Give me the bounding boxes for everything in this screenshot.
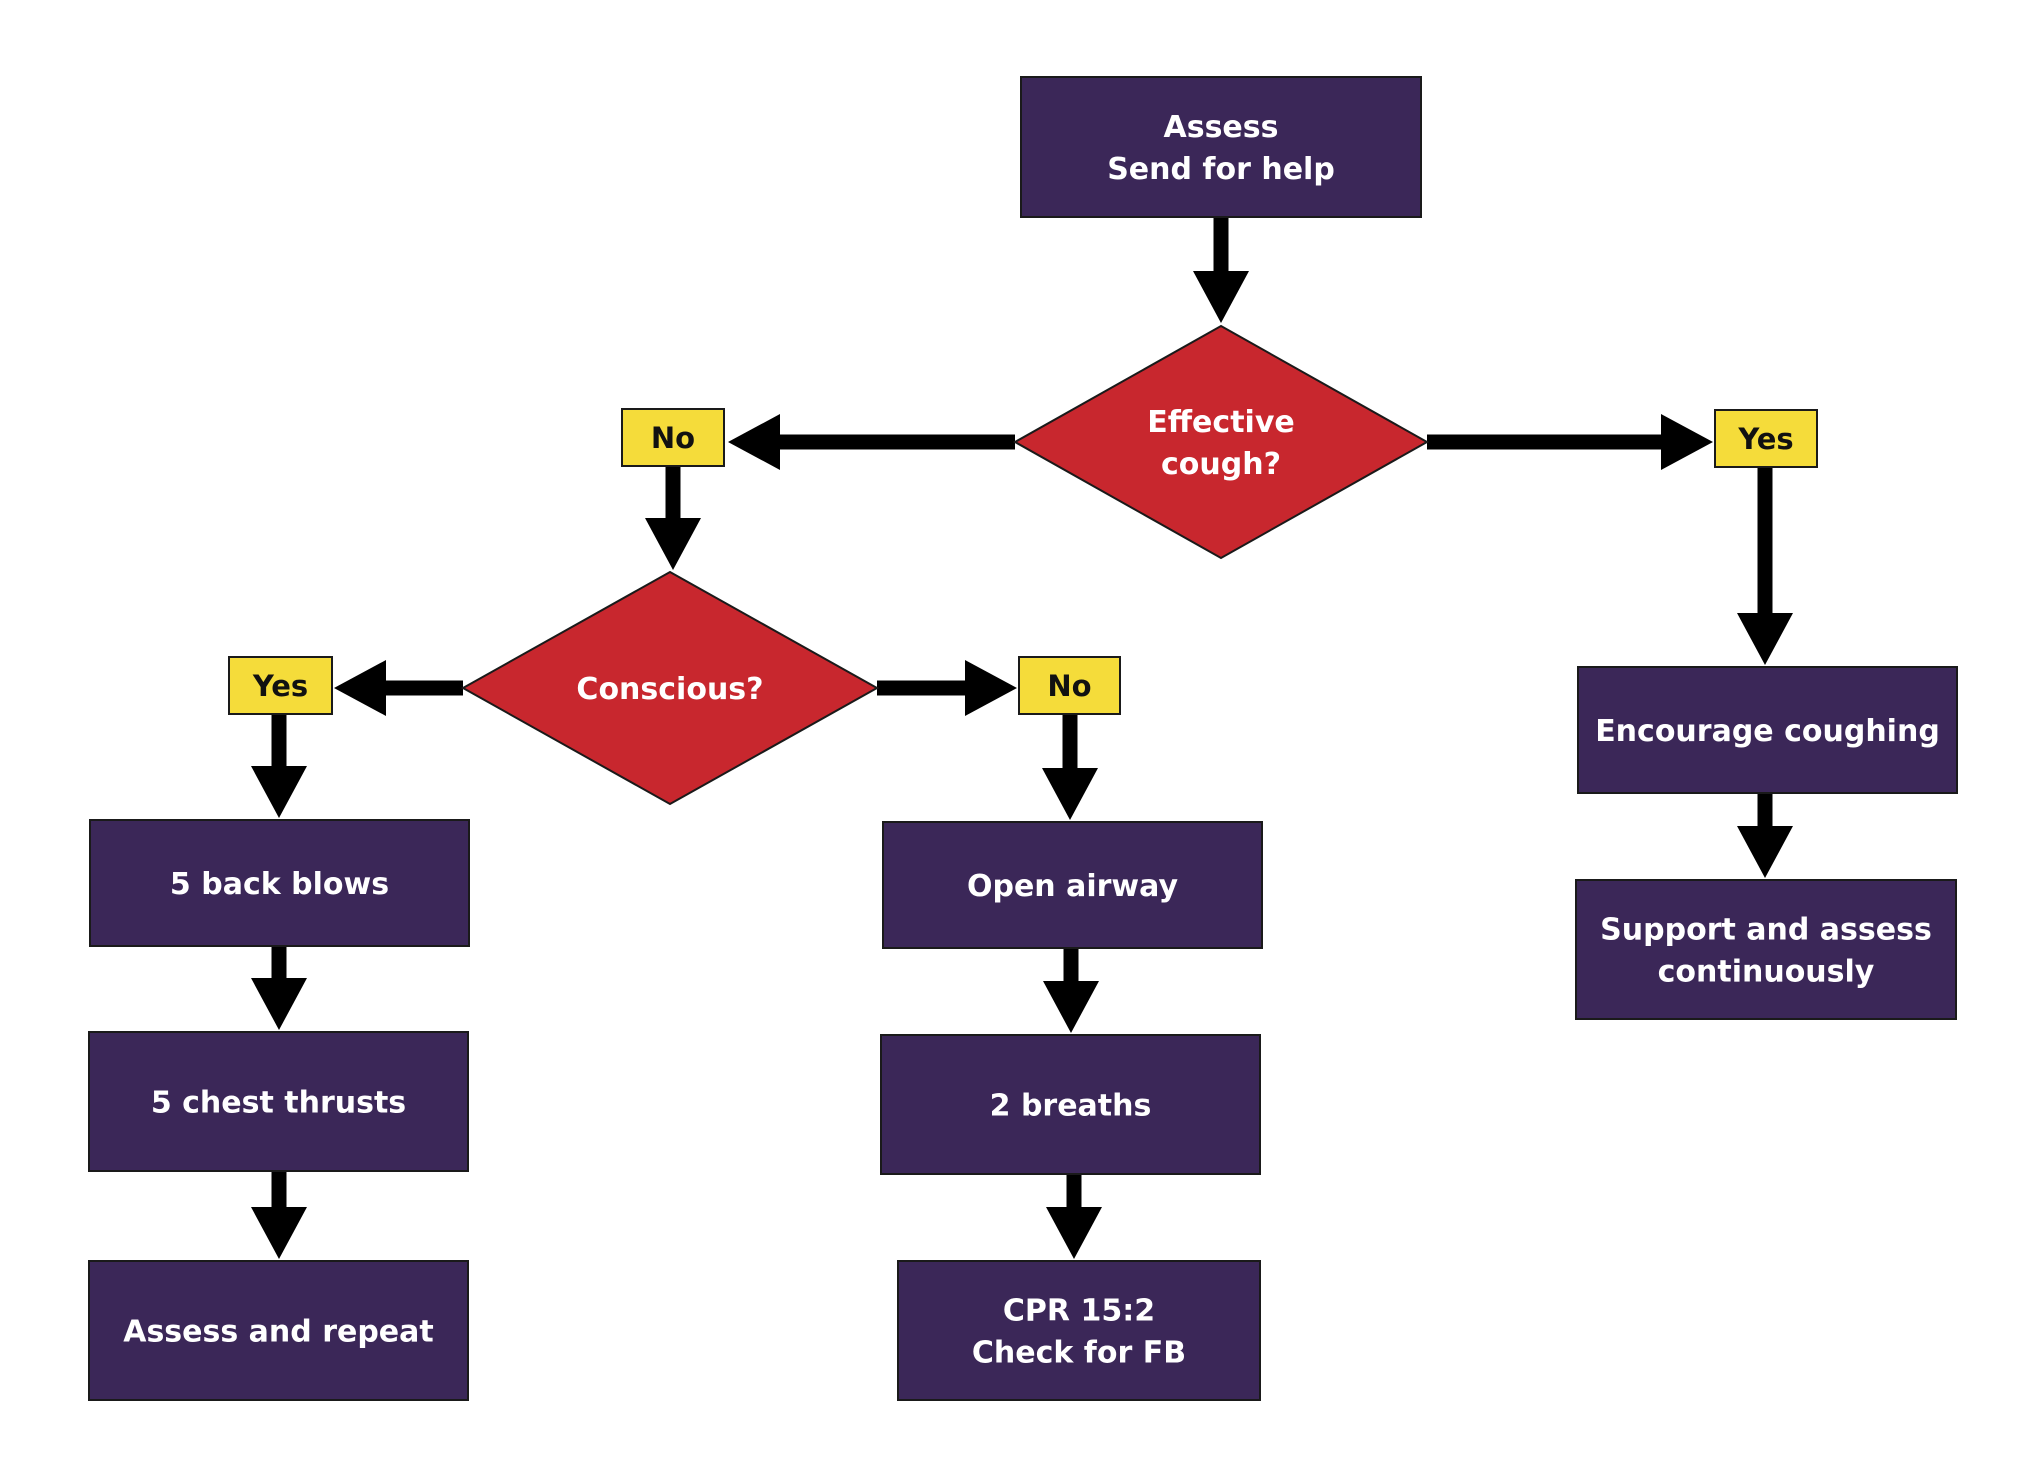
answer-label-shape [621,408,725,467]
no-top-label: No [621,408,725,467]
yes-left-label: Yes [228,656,333,715]
effective-cough-decision: Effective cough? [1012,324,1430,560]
arrow-head [334,660,386,716]
node-text-line: Yes [252,669,308,703]
arrow-head [728,414,780,470]
arrow-yes-to-backblows [251,714,307,818]
arrow-head [251,1207,307,1259]
arrow-no-to-airway [1042,714,1098,820]
arrow-thrusts-to-repeat [251,1171,307,1259]
arrow-cough-to-yes [1427,414,1713,470]
node-text-line: Open airway [967,869,1178,904]
no-mid-label: No [1018,656,1121,715]
yes-top-label: Yes [1714,409,1818,468]
node-text-line: Send for help [1107,152,1335,187]
process-box-shape [88,1260,469,1401]
node-text-line: 5 chest thrusts [151,1085,406,1120]
arrow-head [1661,414,1713,470]
node-text-line: 5 back blows [170,867,389,902]
process-box-shape [1575,879,1957,1020]
node-text-line: Effective [1147,405,1294,440]
node-text-line: Assess and repeat [123,1314,434,1349]
node-text-line: Yes [1737,422,1793,456]
process-box-shape [1577,666,1958,794]
node-text-line: No [651,421,695,455]
arrow-conscious-to-yes [334,660,463,716]
process-box-shape [882,821,1263,949]
node-text-line: CPR 15:2 [1003,1293,1155,1328]
node-text-line: 2 breaths [990,1088,1152,1123]
arrow-head [251,766,307,818]
process-box-shape [897,1260,1261,1401]
arrow-airway-to-breaths [1043,948,1099,1033]
answer-label-shape [1018,656,1121,715]
arrow-yes-to-encourage [1737,467,1793,665]
node-text-line: Support and assess [1600,912,1932,947]
arrow-breaths-to-cpr [1046,1174,1102,1259]
encourage-box: Encourage coughing [1577,666,1958,794]
arrow-assess-to-cough [1193,217,1249,323]
arrow-head [965,660,1017,716]
arrow-encourage-to-support [1737,793,1793,878]
arrow-head [251,978,307,1030]
process-box-shape [89,819,470,947]
node-text-line: Conscious? [576,672,763,707]
arrow-head [645,518,701,570]
node-text-line: cough? [1161,447,1281,482]
process-box-shape [1020,76,1422,218]
node-text-line: Assess [1164,110,1279,145]
node-text-line: No [1047,669,1091,703]
assess-repeat-box: Assess and repeat [88,1260,469,1401]
arrow-head [1046,1207,1102,1259]
node-text-line: Check for FB [972,1335,1186,1370]
arrow-head [1193,271,1249,323]
support-box: Support and assess continuously [1575,879,1957,1020]
arrow-conscious-to-no [877,660,1017,716]
arrow-cough-to-no [728,414,1015,470]
answer-label-shape [228,656,333,715]
arrow-head [1042,768,1098,820]
arrow-head [1043,981,1099,1033]
conscious-decision: Conscious? [460,570,880,806]
process-box-shape [88,1031,469,1172]
arrow-head [1737,613,1793,665]
arrow-no-to-conscious [645,466,701,570]
answer-label-shape [1714,409,1818,468]
two-breaths-box: 2 breaths [880,1034,1261,1175]
arrow-head [1737,826,1793,878]
back-blows-box: 5 back blows [89,819,470,947]
chest-thrusts-box: 5 chest thrusts [88,1031,469,1172]
arrow-backblows-to-thrusts [251,946,307,1030]
decision-diamond-shape [1012,324,1430,560]
process-box-shape [880,1034,1261,1175]
open-airway-box: Open airway [882,821,1263,949]
node-text-line: Encourage coughing [1595,714,1940,749]
node-text-line: continuously [1658,954,1875,989]
decision-diamond-shape [460,570,880,806]
